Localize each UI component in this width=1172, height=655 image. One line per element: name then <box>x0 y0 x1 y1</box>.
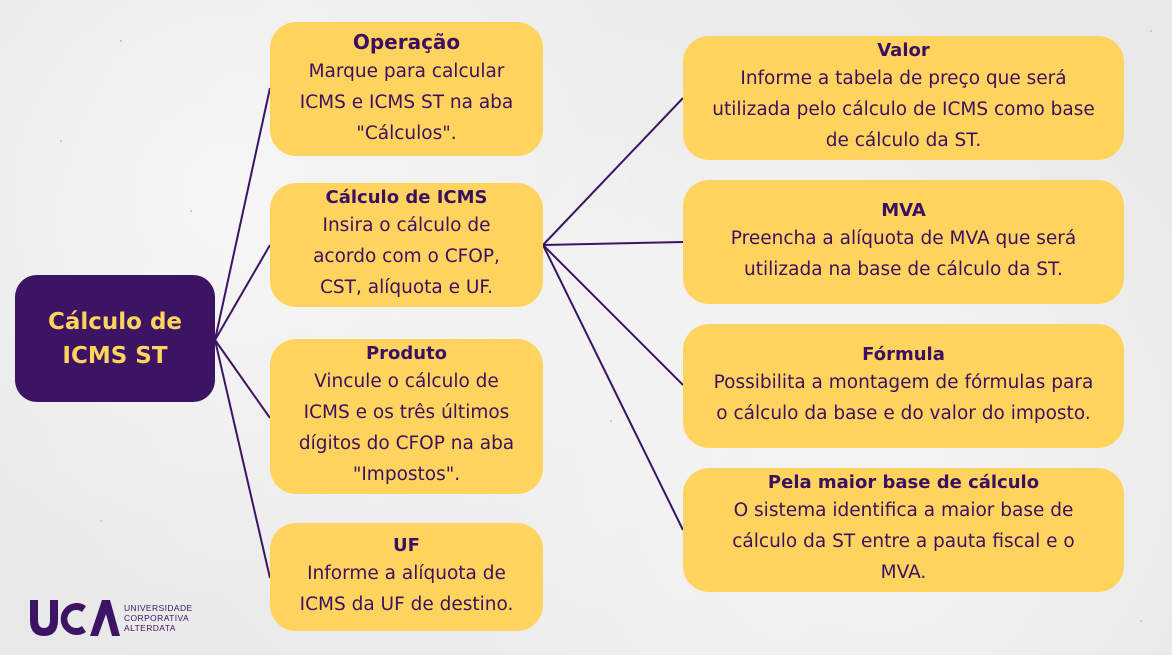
uca-logo-org-text: UNIVERSIDADE CORPORATIVA ALTERDATA <box>124 603 193 633</box>
node-operacao: Operação Marque para calcular ICMS e ICM… <box>270 22 543 156</box>
node-text: Possibilita a montagem de fórmulas para … <box>713 371 1094 424</box>
connector-root-operacao <box>214 87 271 341</box>
node-title: Fórmula <box>862 343 945 365</box>
node-uf: UF Informe a alíquota de ICMS da UF de d… <box>270 523 543 631</box>
uca-logo-mark-icon <box>30 600 120 636</box>
connector-calculo-valor <box>542 97 684 246</box>
node-text: Insira o cálculo de acordo com o CFOP, C… <box>313 215 500 298</box>
node-title: Cálculo de ICMS <box>325 187 488 208</box>
background-speck <box>100 520 102 522</box>
node-title: Operação <box>352 29 461 54</box>
node-title: Produto <box>365 343 448 364</box>
node-title: Pela maior base de cálculo <box>767 472 1040 493</box>
background-speck <box>610 420 612 422</box>
connector-calculo-formula <box>542 244 684 386</box>
node-formula: Fórmula Possibilita a montagem de fórmul… <box>683 324 1124 448</box>
background-speck <box>1150 30 1152 32</box>
node-maior-base: Pela maior base de cálculo O sistema ide… <box>683 468 1124 592</box>
background-speck <box>190 210 192 212</box>
background-speck <box>60 140 62 142</box>
connector-calculo-maior-base <box>542 244 684 531</box>
node-text: O sistema identifica a maior base de cál… <box>732 500 1075 583</box>
background-speck <box>120 40 122 42</box>
node-title: UF <box>393 534 420 556</box>
node-text: Vincule o cálculo de ICMS e os três últi… <box>298 371 515 485</box>
connector-root-uf <box>214 339 271 579</box>
background-speck <box>1140 620 1142 622</box>
node-text: Preencha a alíquota de MVA que será util… <box>730 227 1077 280</box>
node-mva: MVA Preencha a alíquota de MVA que será … <box>683 180 1124 304</box>
node-produto: Produto Vincule o cálculo de ICMS e os t… <box>270 339 543 494</box>
node-text: Marque para calcular ICMS e ICMS ST na a… <box>299 60 514 144</box>
root-node: Cálculo de ICMS ST <box>15 275 215 402</box>
node-text: Informe a tabela de preço que será utili… <box>712 68 1095 151</box>
node-calculo-icms: Cálculo de ICMS Insira o cálculo de acor… <box>270 183 543 307</box>
node-title: Valor <box>877 40 930 61</box>
node-title: MVA <box>881 199 926 221</box>
connector-root-calculo <box>214 244 271 341</box>
connector-calculo-mva <box>542 241 684 246</box>
connector-root-produto <box>214 339 271 419</box>
node-valor: Valor Informe a tabela de preço que será… <box>683 36 1124 160</box>
uca-logo: UNIVERSIDADE CORPORATIVA ALTERDATA <box>28 596 218 640</box>
node-text: Informe a alíquota de ICMS da UF de dest… <box>299 562 514 615</box>
